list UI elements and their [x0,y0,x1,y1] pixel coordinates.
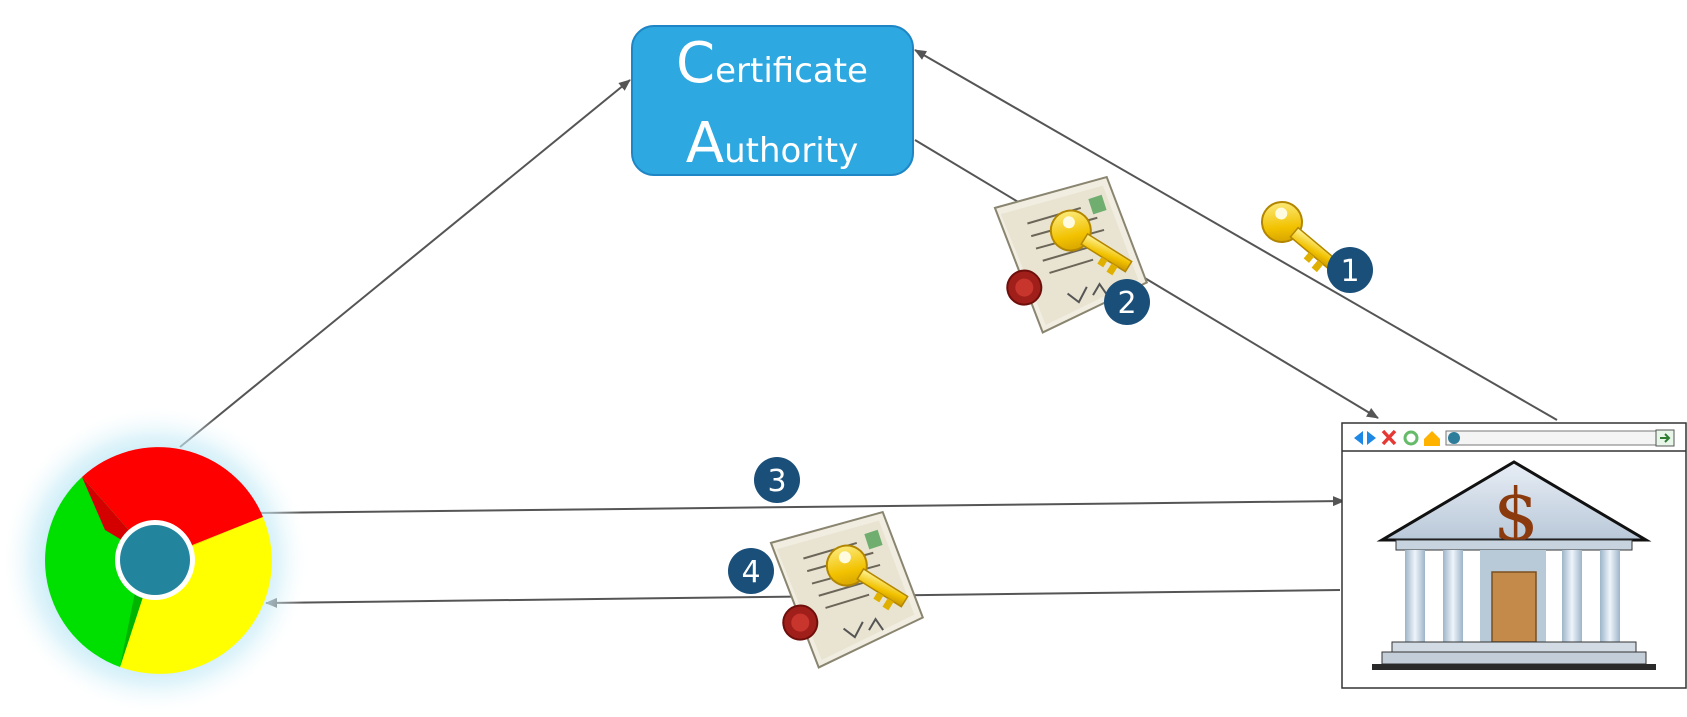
arrow-browser-to-ca [179,79,631,448]
globe-icon [1448,432,1460,444]
step-badge-3: 3 [754,457,800,503]
chrome-browser-icon [0,405,310,715]
step-number: 3 [767,464,786,499]
ca-title-line1: Certificate [676,31,868,96]
step-badge-4: 4 [728,548,774,594]
certificate-authority-box: Certificate Authority [631,25,914,176]
bank-website-window: $ [1341,422,1687,689]
step-number: 1 [1340,254,1359,289]
step-badge-1: 1 [1327,247,1373,293]
back-arrow-icon [1354,431,1363,445]
browser-toolbar [1354,429,1675,447]
refresh-icon [1403,430,1419,446]
step-number: 2 [1117,286,1136,321]
ca-line1-rest: ertificate [715,51,868,91]
step-number: 4 [741,555,760,590]
bank-building-icon: $ [1372,460,1656,670]
ca-line2-initial: A [686,111,724,176]
certificate-icon-step-4 [767,507,929,673]
step-badge-2: 2 [1104,279,1150,325]
arrow-step-3-browser-to-bank [257,496,1345,514]
bank-door [1491,571,1537,643]
ca-line1-initial: C [676,31,715,96]
forward-arrow-icon [1367,431,1376,445]
arrow-step-1-bank-to-ca [914,49,1558,421]
ca-title-line2: Authority [686,111,858,176]
stop-icon [1381,429,1397,446]
home-icon [1424,431,1440,446]
ca-line2-rest: uthority [724,131,858,171]
address-bar [1445,430,1661,446]
